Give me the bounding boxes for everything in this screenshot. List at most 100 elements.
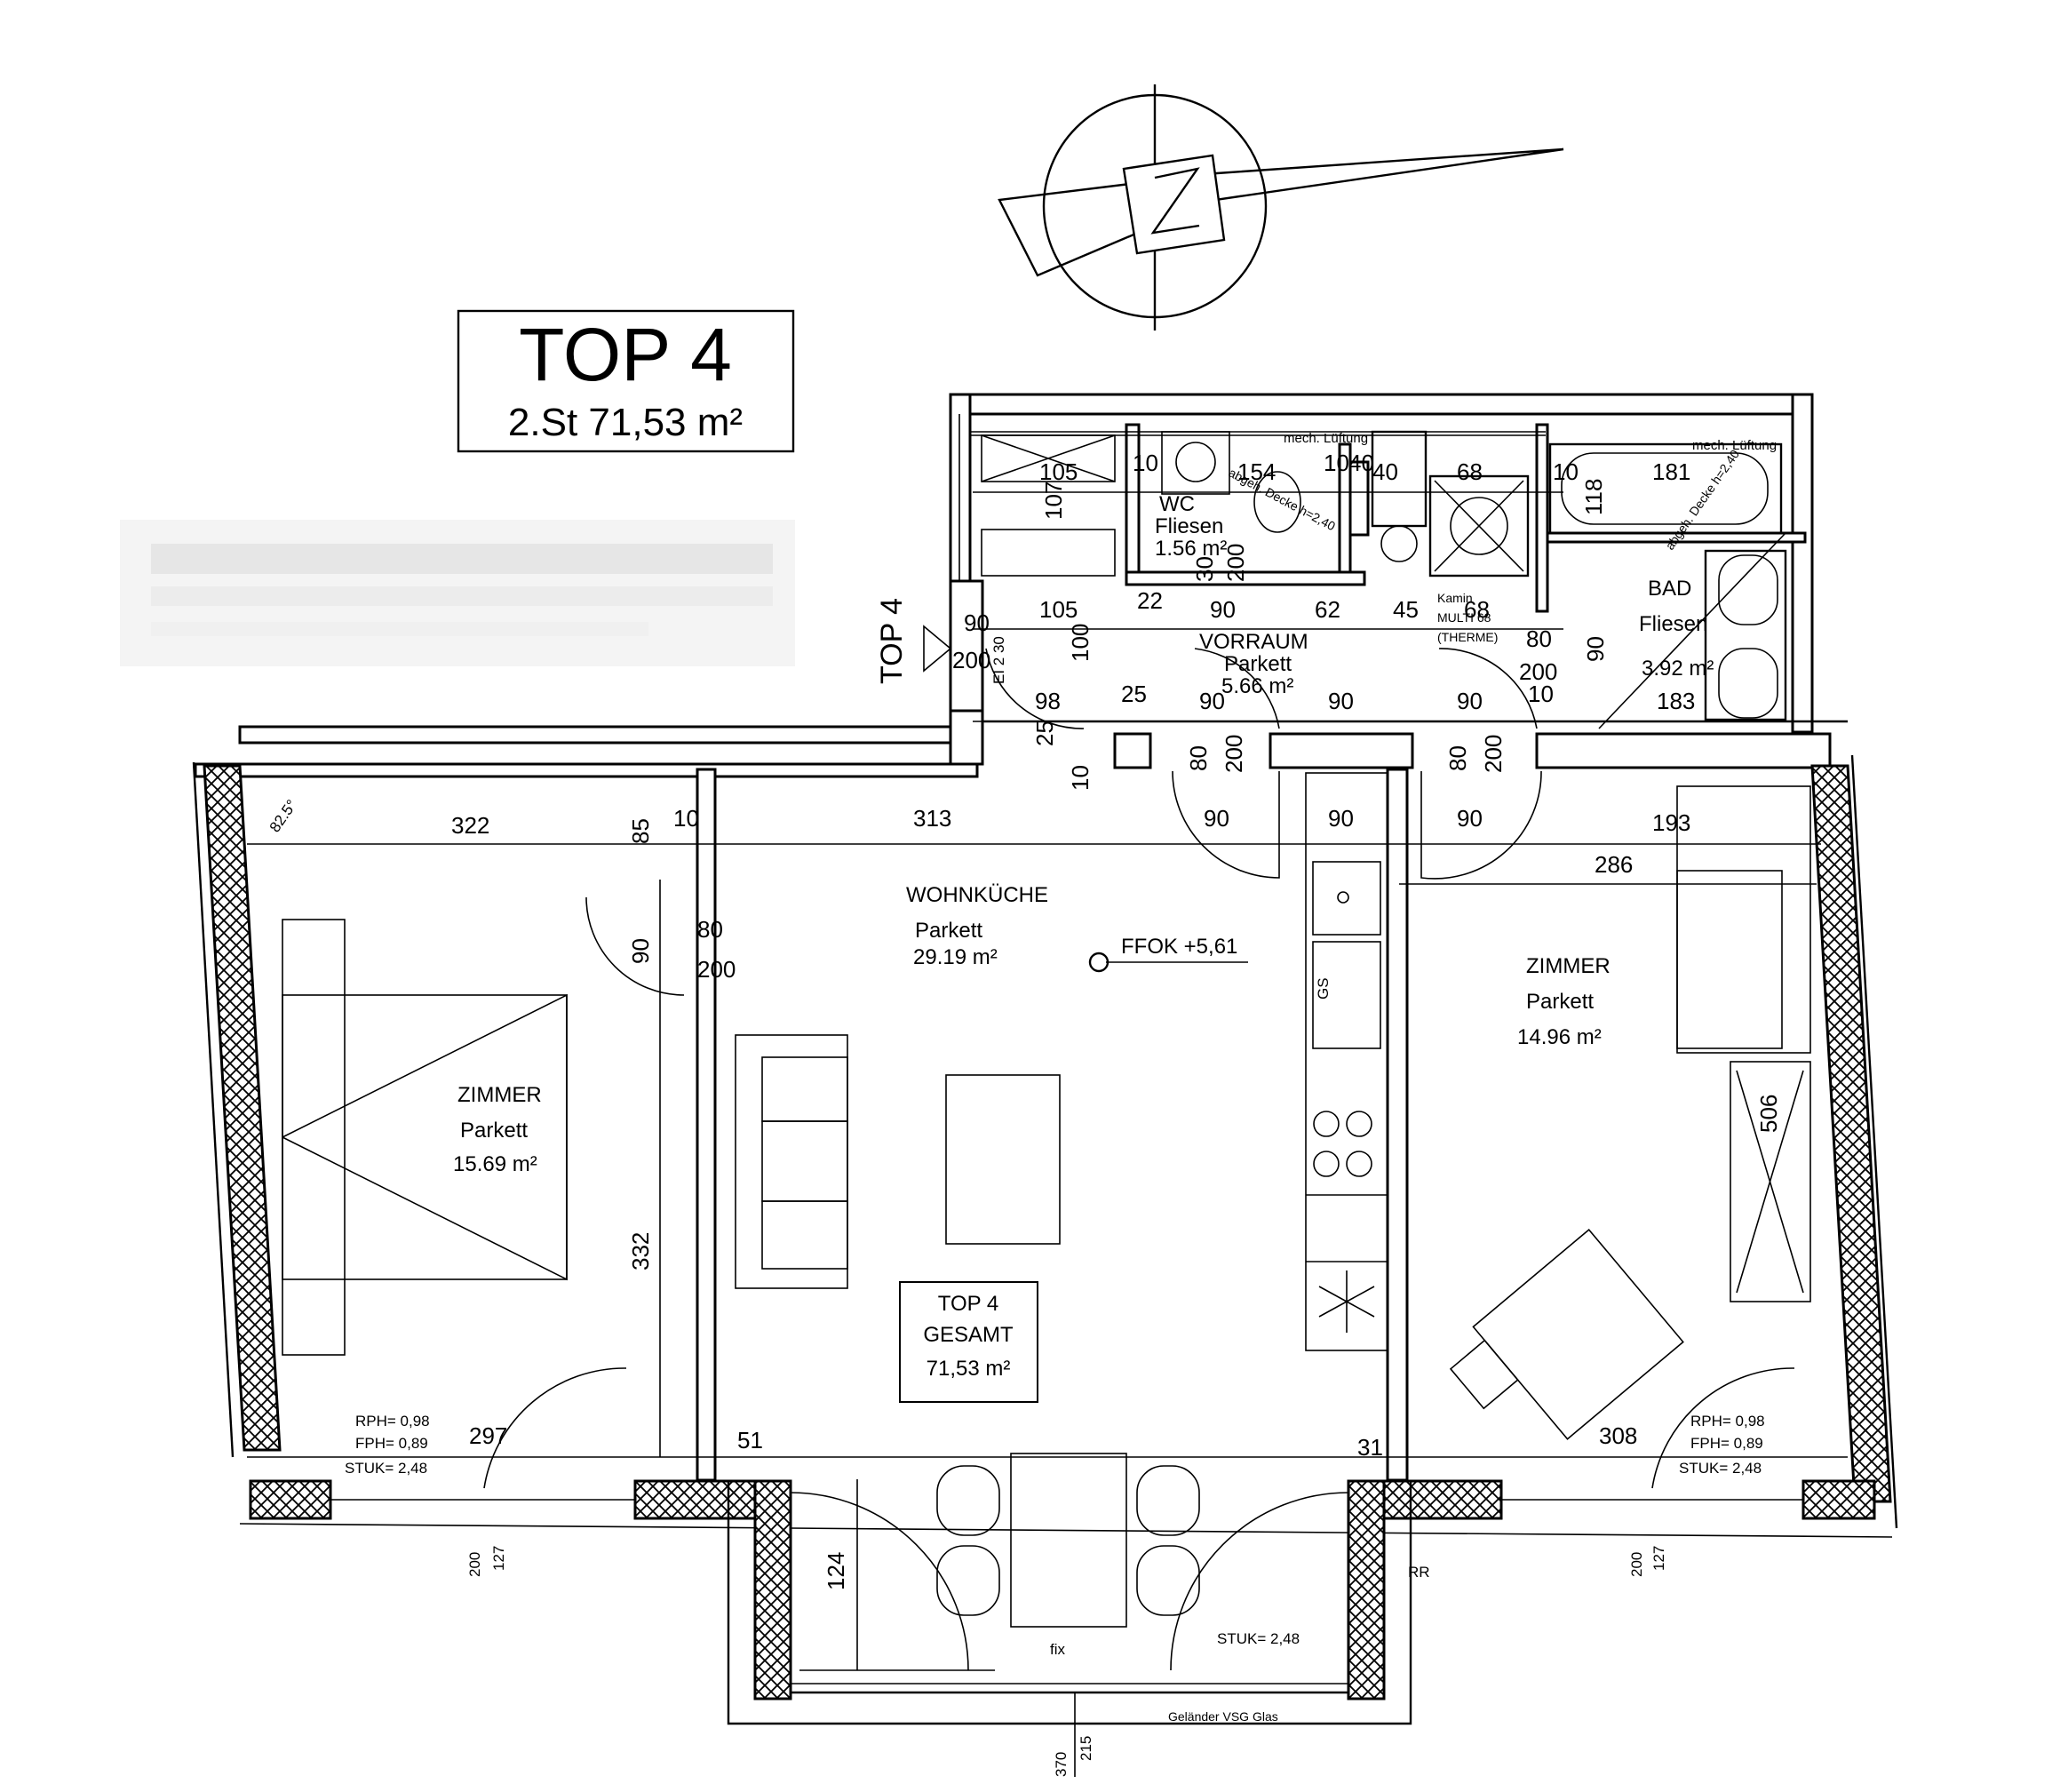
- dim-40a: 40: [1348, 450, 1374, 476]
- right-stuk: STUK= 2,48: [1679, 1460, 1762, 1477]
- dim-10b: 10: [1324, 450, 1349, 476]
- fix-label: fix: [1050, 1641, 1066, 1658]
- vorraum-name: VORRAUM: [1199, 630, 1308, 654]
- right-rph: RPH= 0,98: [1690, 1413, 1765, 1430]
- railing-label: Geländer VSG Glas: [1168, 1709, 1278, 1724]
- dim-68a: 68: [1457, 458, 1483, 485]
- dim-200h: 200: [1628, 1552, 1645, 1577]
- dim-200f: 200: [697, 956, 736, 983]
- rr-label: RR: [1408, 1564, 1430, 1581]
- left-fph: FPH= 0,89: [355, 1435, 428, 1452]
- dim-30: 30: [1191, 556, 1218, 582]
- dim-68b: 68: [1464, 596, 1490, 623]
- level-label: FFOK +5,61: [1121, 935, 1237, 959]
- dim-200e: 200: [1480, 735, 1507, 773]
- wohnkueche-floor: Parkett: [915, 919, 982, 943]
- ei-label: EI 2 30: [990, 636, 1007, 684]
- zimmer-left-area: 15.69 m²: [453, 1152, 537, 1176]
- dimension-labels: 105 107 10 154 10 40 40 68 10 181 118 30…: [451, 450, 1782, 1777]
- dim-107: 107: [1040, 482, 1067, 520]
- angle-label: 82.5°: [266, 797, 300, 836]
- wohnkueche-area: 29.19 m²: [913, 945, 998, 969]
- zimmer-left-name: ZIMMER: [457, 1083, 542, 1107]
- dim-90i: 90: [1457, 805, 1483, 832]
- total-area: 71,53 m²: [927, 1357, 1011, 1381]
- main-walls: [192, 709, 1898, 1725]
- dim-308: 308: [1599, 1422, 1637, 1449]
- right-fph: FPH= 0,89: [1690, 1435, 1763, 1452]
- dim-90f: 90: [1457, 688, 1483, 714]
- faded-legend: [120, 520, 795, 666]
- dim-118: 118: [1580, 479, 1607, 515]
- vorraum-floor: Parkett: [1224, 652, 1292, 676]
- title-area: 2.St 71,53 m²: [508, 401, 743, 444]
- left-rph: RPH= 0,98: [355, 1413, 430, 1430]
- wc-area: 1.56 m²: [1155, 537, 1227, 561]
- balcony-stuk: STUK= 2,48: [1217, 1630, 1300, 1647]
- dim-25a: 25: [1121, 681, 1147, 707]
- zimmer-left-floor: Parkett: [460, 1119, 528, 1143]
- dim-10e: 10: [1067, 765, 1094, 791]
- dim-80a: 80: [1526, 625, 1552, 652]
- snowflake-icon: [1318, 1270, 1375, 1333]
- dim-31: 31: [1357, 1434, 1383, 1461]
- dim-332: 332: [627, 1232, 654, 1270]
- dim-90g: 90: [1204, 805, 1229, 832]
- dim-200c: 200: [1519, 658, 1557, 685]
- zimmer-right-floor: Parkett: [1526, 990, 1594, 1014]
- dim-127b: 127: [1650, 1546, 1667, 1571]
- dim-200a: 200: [1222, 544, 1249, 582]
- dim-200d: 200: [1221, 735, 1247, 773]
- dim-25b: 25: [1031, 721, 1058, 746]
- dim-297: 297: [469, 1422, 507, 1449]
- dim-506: 506: [1755, 1095, 1782, 1133]
- kamin-label: Kamin: [1437, 591, 1473, 605]
- dim-322: 322: [451, 812, 489, 839]
- dim-200g: 200: [466, 1552, 483, 1577]
- dim-181: 181: [1652, 458, 1690, 485]
- dim-193: 193: [1652, 809, 1690, 836]
- dim-90a: 90: [964, 609, 990, 636]
- level-marker: FFOK +5,61: [1088, 935, 1248, 973]
- upper-core: [949, 393, 1814, 734]
- left-stuk: STUK= 2,48: [345, 1460, 427, 1477]
- dim-40b: 40: [1372, 458, 1398, 485]
- zimmer-right-name: ZIMMER: [1526, 954, 1611, 978]
- door-swings: [483, 648, 1795, 1671]
- dim-98: 98: [1035, 688, 1061, 714]
- room-labels: WC Fliesen 1.56 m² VORRAUM Parkett 5.66 …: [453, 492, 1714, 1176]
- entry-marker: TOP 4 EI 2 30: [875, 598, 1007, 684]
- dim-286: 286: [1595, 851, 1633, 878]
- wohnkueche-name: WOHNKÜCHE: [906, 883, 1048, 907]
- therme-label: (THERME): [1437, 630, 1498, 644]
- dim-127a: 127: [490, 1546, 507, 1571]
- bad-area: 3.92 m²: [1642, 657, 1714, 681]
- dim-105b: 105: [1039, 596, 1078, 623]
- dim-22: 22: [1137, 587, 1163, 614]
- wc-ventilation: mech. Lüftung: [1284, 431, 1368, 446]
- dim-154: 154: [1237, 458, 1276, 485]
- wc-name: WC: [1159, 492, 1195, 516]
- dim-200b: 200: [952, 647, 990, 673]
- dim-80d: 80: [697, 916, 723, 943]
- gs-label: GS: [1315, 977, 1332, 1000]
- dim-90d: 90: [1199, 688, 1225, 714]
- dim-90b: 90: [1210, 596, 1236, 623]
- dim-100: 100: [1067, 624, 1094, 662]
- vorraum-area: 5.66 m²: [1221, 674, 1293, 698]
- multi-label: MULTI 68: [1437, 610, 1491, 625]
- bad-ventilation: mech. Lüftung: [1692, 438, 1777, 453]
- dim-10a: 10: [1133, 450, 1158, 476]
- dim-215: 215: [1078, 1736, 1094, 1761]
- dim-105a: 105: [1039, 458, 1078, 485]
- wc-floor: Fliesen: [1155, 514, 1223, 538]
- dim-80c: 80: [1444, 745, 1471, 771]
- entry-label: TOP 4: [875, 598, 909, 684]
- dim-124: 124: [823, 1552, 849, 1590]
- bad-name: BAD: [1648, 577, 1691, 601]
- dim-10c: 10: [1553, 458, 1579, 485]
- dim-10f: 10: [673, 805, 699, 832]
- furniture: [282, 772, 1811, 1628]
- dim-313: 313: [913, 805, 951, 832]
